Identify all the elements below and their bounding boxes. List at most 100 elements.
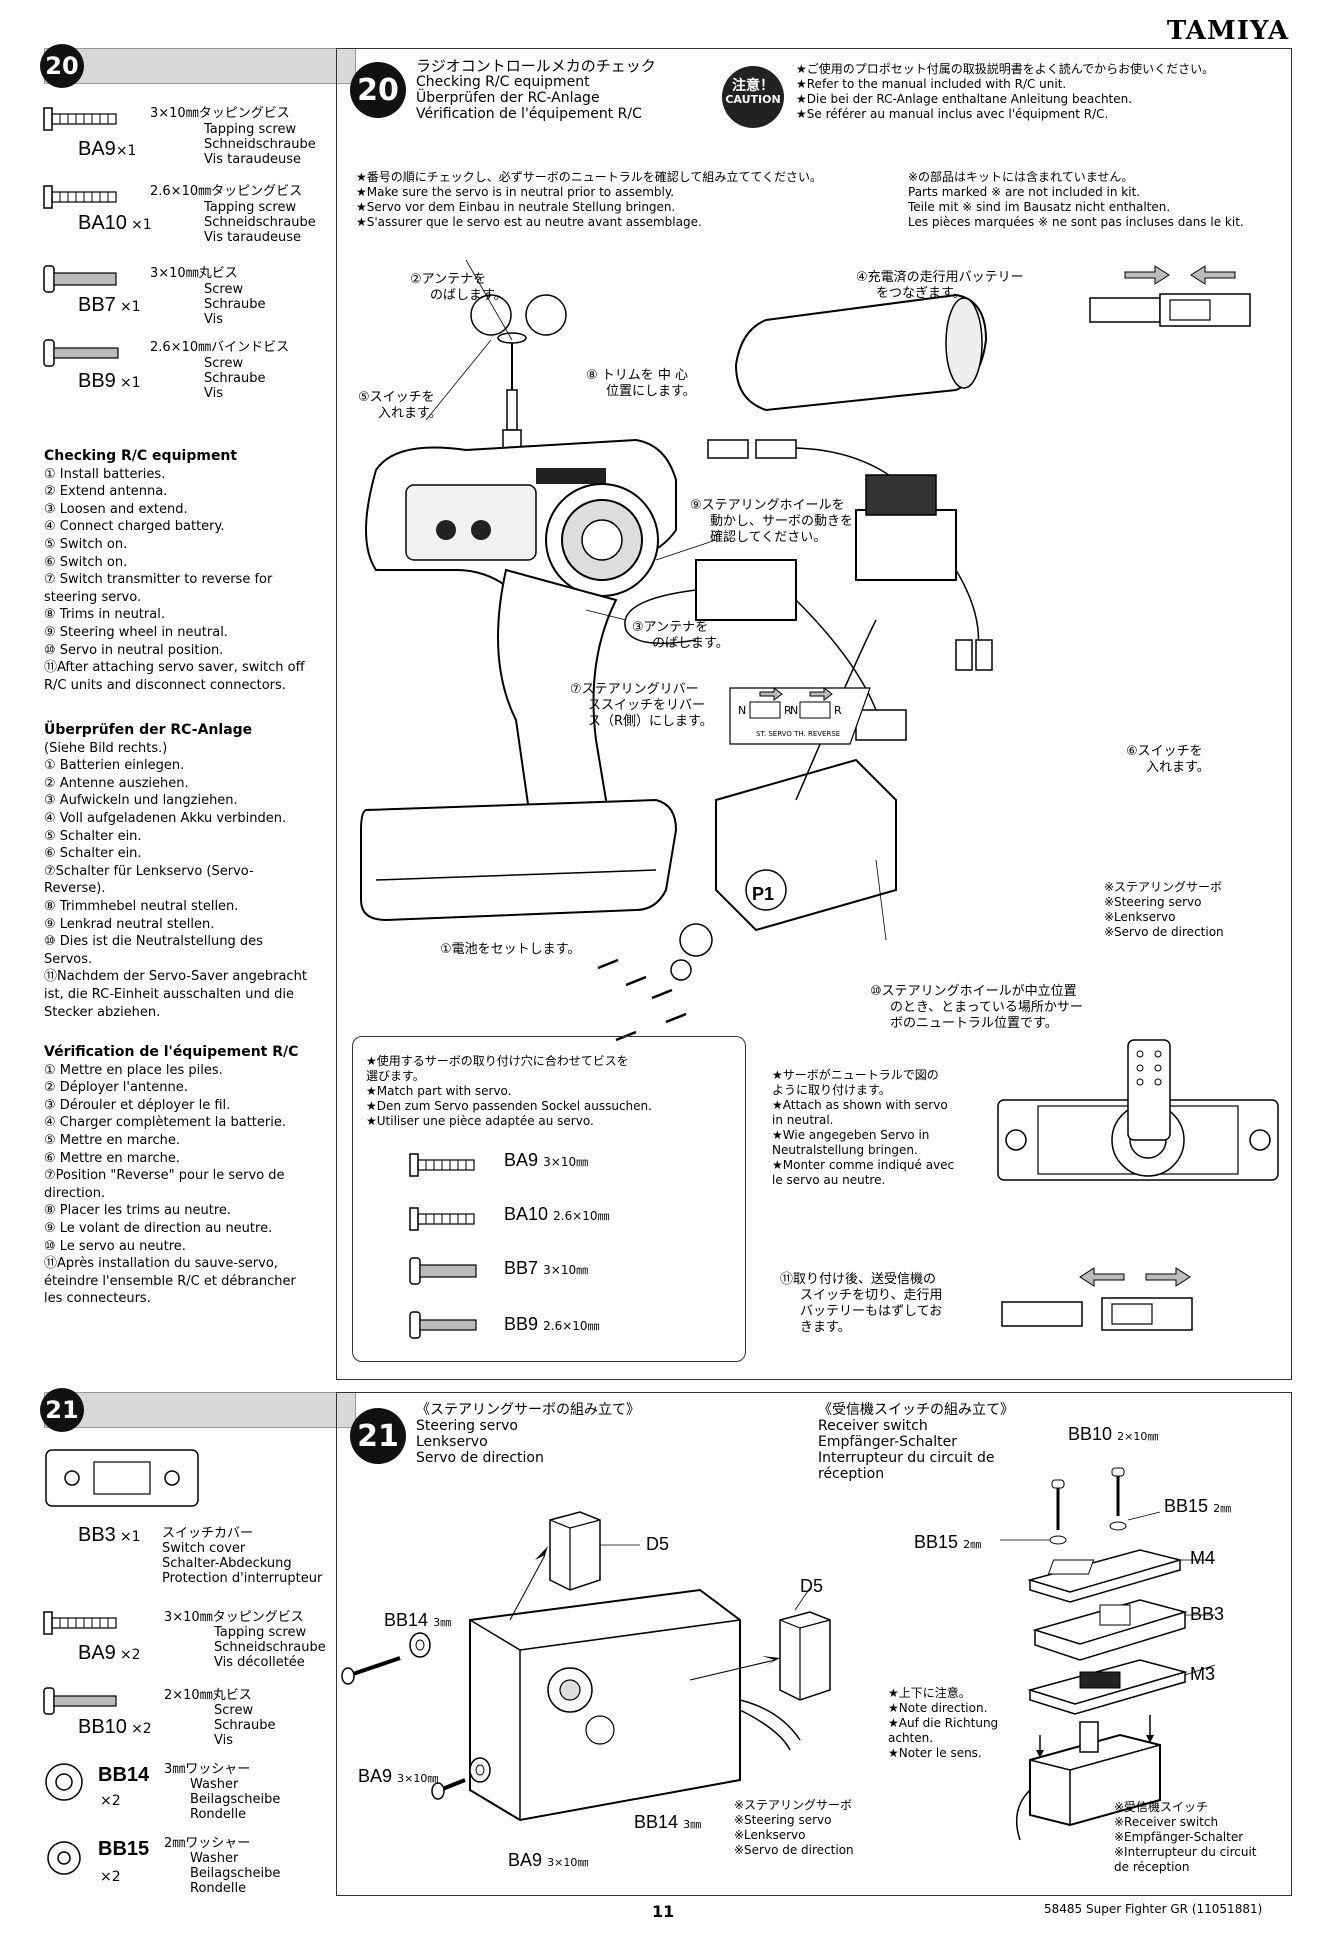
part-fr: Vis taraudeuse	[204, 152, 301, 167]
steering-servo-assembly	[341, 1511, 831, 1822]
callout-7-line-1: ⑦ステアリングリバー	[570, 682, 699, 697]
attach-jp-1: ★サーボがニュートラルで図の	[772, 1068, 939, 1082]
label-m4: M4	[1190, 1548, 1216, 1568]
part-en: Screw	[204, 356, 244, 371]
part-qty: ×2	[119, 1647, 141, 1663]
step20-badge: 20	[350, 62, 406, 118]
servo-note-20-de: ※Lenkservo	[1104, 910, 1176, 924]
tapping-screw-icon	[43, 107, 117, 131]
part-fr: Protection d'interrupteur	[162, 1571, 323, 1586]
label-bb10: BB10	[1068, 1424, 1113, 1444]
callout-9: ⑨ステアリングホイールを 動かし、サーボの動きを 確認してください。	[690, 498, 853, 546]
instructions-en: Checking R/C equipment ① Install batteri…	[44, 448, 344, 694]
direction-de-1: ★Auf die Richtung	[888, 1716, 999, 1730]
instructions-de-item: ⑪Nachdem der Servo-Saver angebracht	[44, 969, 307, 985]
part-qty: ×2	[100, 1793, 121, 1809]
receiver-switch-assembly	[1000, 1467, 1216, 1841]
step21-panel	[336, 1392, 1292, 1896]
step20-title-de: Überprüfen der RC-Anlage	[416, 90, 600, 106]
part-qty: ×2	[100, 1869, 121, 1885]
servo-note-20-fr: ※Servo de direction	[1104, 925, 1224, 939]
option-code: BA10	[504, 1204, 549, 1224]
washer-icon	[45, 1763, 83, 1801]
direction-fr: ★Noter le sens.	[888, 1746, 982, 1760]
instructions-fr-title: Vérification de l'équipement R/C	[44, 1044, 299, 1060]
instructions-fr-item: ① Mettre en place les piles.	[44, 1062, 223, 1078]
step20-panel	[336, 48, 1292, 1380]
callout-1: ①電池をセットします。	[440, 942, 581, 957]
option-code: BB9	[504, 1314, 539, 1334]
part-fr: Rondelle	[190, 1807, 247, 1822]
instructions-en-item: ⑨ Steering wheel in neutral.	[44, 624, 228, 640]
instructions-en-item: ⑥ Switch on.	[44, 554, 128, 570]
callout-8: ⑧ トリムを 中 心 位置にします。	[586, 368, 696, 400]
receiver-en: Receiver switch	[818, 1418, 928, 1434]
steering-jp: 《ステアリングサーボの組み立て》	[416, 1402, 640, 1418]
option-code: BB7	[504, 1258, 539, 1278]
receiver-jp: 《受信機スイッチの組み立て》	[818, 1402, 1014, 1418]
instructions-en-items: ① Install batteries.② Extend antenna.③ L…	[44, 466, 344, 695]
callout-11: ⑪取り付け後、送受信機の スイッチを切り、走行用 バッテリーもはずしてお きます…	[780, 1272, 942, 1336]
tapping-screw-icon	[409, 1153, 475, 1177]
step21-badge: 21	[350, 1408, 406, 1464]
part-size: 2.6×10㎜タッピングビス	[150, 184, 303, 199]
attach-fr-2: le servo au neutre.	[772, 1173, 886, 1187]
attach-de-1: ★Wie angegeben Servo in	[772, 1128, 930, 1142]
part-size: 2×10㎜丸ビス	[164, 1688, 252, 1703]
callout-3: ③アンテナを のばします。	[632, 620, 729, 652]
part-de: Schneidschraube	[204, 215, 316, 230]
match-fr: ★Utiliser une pièce adaptée au servo.	[366, 1114, 594, 1128]
callout-10-line-3: ボのニュートラル位置です。	[890, 1016, 1058, 1031]
label-bb14-b-size: 3㎜	[683, 1818, 702, 1831]
reverse-caption: ST. SERVO TH. REVERSE	[756, 730, 841, 738]
step20-parts-badge: 20	[40, 44, 84, 88]
instructions-fr-item: ② Déployer l'antenne.	[44, 1080, 188, 1096]
step20-title-jp: ラジオコントロールメカのチェック	[416, 57, 656, 75]
instructions-de-item: ⑨ Lenkrad neutral stellen.	[44, 916, 215, 932]
instructions-de: Überprüfen der RC-Anlage (Siehe Bild rec…	[44, 722, 344, 1021]
option-code: BA9	[504, 1150, 539, 1170]
servo-neutral-diagram	[997, 1039, 1279, 1181]
part-size: 2.6×10㎜バインドビス	[150, 340, 290, 355]
steering-servo-title: 《ステアリングサーボの組み立て》 Steering servo Lenkserv…	[416, 1402, 640, 1466]
direction-de-2: achten.	[888, 1731, 934, 1745]
part-qty: ×1	[131, 217, 152, 233]
match-de: ★Den zum Servo passenden Sockel aussuche…	[366, 1099, 652, 1113]
machine-screw-icon	[43, 265, 117, 293]
part-fr: Vis	[214, 1733, 233, 1748]
label-d5-a: D5	[646, 1534, 670, 1554]
instructions-fr-item: ⑨ Le volant de direction au neutre.	[44, 1220, 273, 1236]
instructions-fr-items: ① Mettre en place les piles. ② Déployer l…	[44, 1062, 344, 1308]
instructions-en-item: ② Extend antenna.	[44, 484, 168, 500]
servo-note-21-en: ※Steering servo	[734, 1813, 832, 1827]
part-en: Screw	[204, 282, 244, 297]
label-bb15-b: BB15	[1164, 1496, 1209, 1516]
match-jp-1: ★使用するサーボの取り付け穴に合わせてビスを	[366, 1054, 629, 1068]
callout-8-line-2: 位置にします。	[606, 384, 696, 399]
part-de: Beilagscheibe	[190, 1866, 281, 1881]
callout-2-line-2: のばします。	[430, 288, 507, 303]
instructions-de-item: (Siehe Bild rechts.)	[44, 740, 168, 756]
callout-9-line-2: 動かし、サーボの動きを	[710, 514, 854, 529]
steering-fr: Servo de direction	[416, 1450, 544, 1466]
step21-parts-badge: 21	[40, 1388, 84, 1432]
neutral-en: ★Make sure the servo is in neutral prior…	[356, 185, 675, 199]
callout-5-line-2: 入れます。	[378, 406, 442, 421]
callout-2: ②アンテナを のばします。	[410, 272, 507, 304]
part-size: 3×10㎜タッピングビス	[150, 106, 290, 121]
attach-fr-1: ★Monter comme indiqué avec	[772, 1158, 955, 1172]
part-code: BB3	[78, 1524, 116, 1546]
caution-fr: ★Se référer au manual inclus avec l'équi…	[796, 107, 1109, 121]
servo-note-20-en: ※Steering servo	[1104, 895, 1202, 909]
step20-parts-header-bar	[44, 48, 356, 84]
neutral-jp: ★番号の順にチェックし、必ずサーボのニュートラルを確認して組み立ててください。	[356, 170, 823, 184]
instructions-en-item: steering servo.	[44, 589, 142, 605]
part-qty: ×1	[119, 375, 141, 391]
caution-en: ★Refer to the manual included with R/C u…	[796, 77, 1067, 91]
option-size: 3×10㎜	[543, 1155, 589, 1169]
neutral-note: ★番号の順にチェックし、必ずサーボのニュートラルを確認して組み立ててください。 …	[356, 170, 822, 230]
callout-5: ⑤スイッチを 入れます。	[358, 390, 442, 422]
attach-en-2: in neutral.	[772, 1113, 834, 1127]
label-p1: P1	[752, 884, 775, 904]
match-en: ★Match part with servo.	[366, 1084, 512, 1098]
